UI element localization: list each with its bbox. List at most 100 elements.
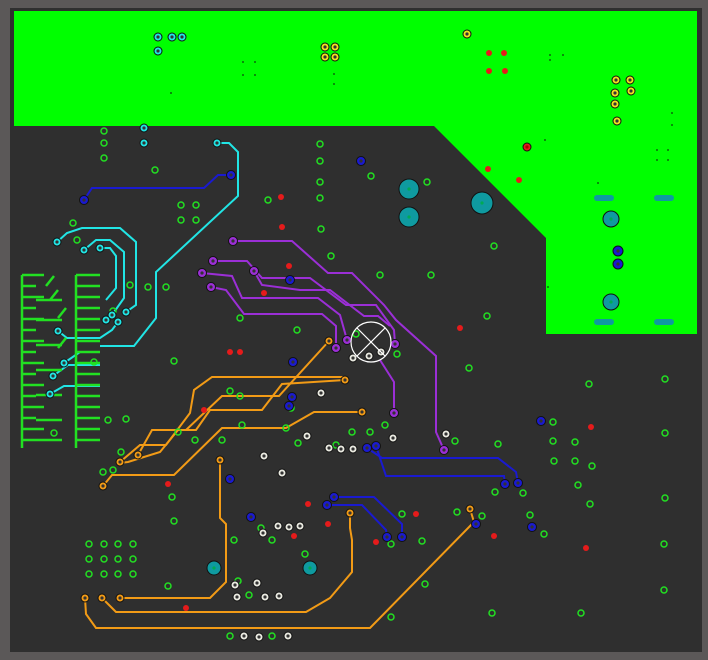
pad-hole[interactable] xyxy=(83,596,87,600)
via[interactable] xyxy=(99,468,107,476)
via[interactable] xyxy=(129,540,137,548)
pad-hole[interactable] xyxy=(170,35,174,39)
via[interactable] xyxy=(238,421,246,429)
purple-net-traces[interactable] xyxy=(201,240,445,451)
pad-hole[interactable] xyxy=(615,119,619,123)
pad-hole[interactable] xyxy=(407,187,411,191)
via[interactable] xyxy=(100,127,108,135)
via[interactable] xyxy=(151,166,159,174)
via[interactable] xyxy=(427,271,435,279)
pad-hole[interactable] xyxy=(290,395,294,399)
pad-hole[interactable] xyxy=(156,35,160,39)
via[interactable] xyxy=(483,312,491,320)
via[interactable] xyxy=(104,416,112,424)
via[interactable] xyxy=(183,605,189,611)
pad-hole[interactable] xyxy=(55,240,59,244)
via[interactable] xyxy=(201,407,207,413)
via[interactable] xyxy=(488,609,496,617)
via[interactable] xyxy=(293,326,301,334)
via[interactable] xyxy=(519,489,527,497)
fanout-trace[interactable] xyxy=(45,275,55,287)
copper-pour-region[interactable] xyxy=(14,11,697,334)
via[interactable] xyxy=(490,242,498,250)
fanout-trace[interactable] xyxy=(57,337,67,349)
speck[interactable] xyxy=(549,59,551,61)
via[interactable] xyxy=(316,194,324,202)
via[interactable] xyxy=(588,462,596,470)
via[interactable] xyxy=(164,582,172,590)
via[interactable] xyxy=(540,530,548,538)
slot-pad[interactable] xyxy=(594,319,614,325)
via[interactable] xyxy=(453,508,461,516)
via[interactable] xyxy=(85,555,93,563)
pad-hole[interactable] xyxy=(209,285,213,289)
pad-hole[interactable] xyxy=(124,310,128,314)
via[interactable] xyxy=(586,500,594,508)
via[interactable] xyxy=(100,570,108,578)
via[interactable] xyxy=(398,510,406,518)
via[interactable] xyxy=(418,537,426,545)
speck[interactable] xyxy=(242,74,244,76)
pad-hole[interactable] xyxy=(333,55,337,59)
via[interactable] xyxy=(291,533,297,539)
via[interactable] xyxy=(218,436,226,444)
via[interactable] xyxy=(226,632,234,640)
via[interactable] xyxy=(516,177,522,183)
pad-hole[interactable] xyxy=(286,634,290,638)
via[interactable] xyxy=(478,512,486,520)
via[interactable] xyxy=(100,154,108,162)
pad-hole[interactable] xyxy=(228,477,232,481)
pad-hole[interactable] xyxy=(343,378,347,382)
pad-hole[interactable] xyxy=(332,495,336,499)
pad-hole[interactable] xyxy=(468,507,472,511)
pad-hole[interactable] xyxy=(351,356,355,360)
via[interactable] xyxy=(583,545,589,551)
speck[interactable] xyxy=(597,182,599,184)
via[interactable] xyxy=(451,437,459,445)
via[interactable] xyxy=(486,50,492,56)
pad-hole[interactable] xyxy=(319,391,323,395)
pad-hole[interactable] xyxy=(142,126,146,130)
via[interactable] xyxy=(501,50,507,56)
via[interactable] xyxy=(168,493,176,501)
via[interactable] xyxy=(268,536,276,544)
via[interactable] xyxy=(305,501,311,507)
pad-hole[interactable] xyxy=(98,246,102,250)
speck[interactable] xyxy=(671,112,673,114)
via[interactable] xyxy=(457,325,463,331)
via[interactable] xyxy=(393,350,401,358)
pad-hole[interactable] xyxy=(333,45,337,49)
via[interactable] xyxy=(282,424,290,432)
via[interactable] xyxy=(660,586,668,594)
speck[interactable] xyxy=(667,159,669,161)
via[interactable] xyxy=(465,364,473,372)
via[interactable] xyxy=(577,609,585,617)
speck[interactable] xyxy=(562,54,564,56)
pad-hole[interactable] xyxy=(348,511,352,515)
via[interactable] xyxy=(486,68,492,74)
via[interactable] xyxy=(485,166,491,172)
slot-pad[interactable] xyxy=(654,319,674,325)
via[interactable] xyxy=(268,632,276,640)
pad-hole[interactable] xyxy=(180,35,184,39)
slot-pad[interactable] xyxy=(654,195,674,201)
via[interactable] xyxy=(236,392,244,400)
via-layer[interactable] xyxy=(45,29,674,642)
pad-hole[interactable] xyxy=(82,248,86,252)
via[interactable] xyxy=(174,428,182,436)
via[interactable] xyxy=(325,521,331,527)
via[interactable] xyxy=(661,429,669,437)
via[interactable] xyxy=(549,437,557,445)
pad-hole[interactable] xyxy=(609,217,613,221)
via[interactable] xyxy=(317,225,325,233)
pad-hole[interactable] xyxy=(351,447,355,451)
via[interactable] xyxy=(550,457,558,465)
pad-hole[interactable] xyxy=(277,594,281,598)
pad-hole[interactable] xyxy=(298,524,302,528)
pad-hole[interactable] xyxy=(215,141,219,145)
via[interactable] xyxy=(122,415,130,423)
pad-hole[interactable] xyxy=(261,531,265,535)
via[interactable] xyxy=(170,357,178,365)
pad-hole[interactable] xyxy=(288,278,292,282)
